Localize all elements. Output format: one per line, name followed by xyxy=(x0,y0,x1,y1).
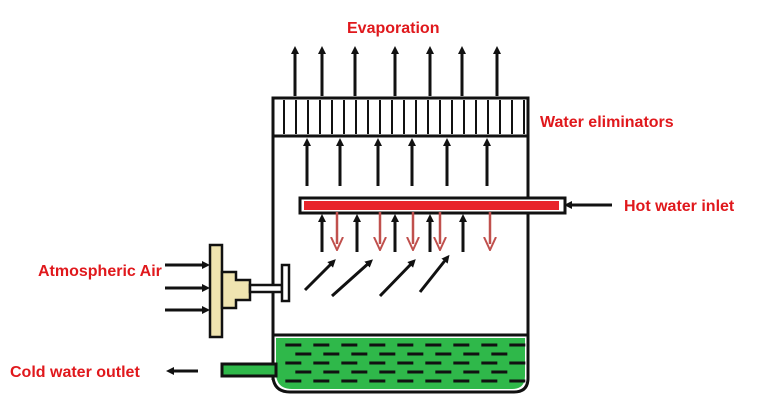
label-cold-water-outlet: Cold water outlet xyxy=(10,364,140,381)
air-inflow-arrow xyxy=(330,259,373,298)
tower-body xyxy=(271,96,530,394)
label-evaporation: Evaporation xyxy=(347,20,440,37)
label-hot-water-inlet: Hot water inlet xyxy=(624,198,735,215)
label-atmospheric-air: Atmospheric Air xyxy=(38,263,162,280)
label-water-eliminators: Water eliminators xyxy=(540,114,674,131)
fan xyxy=(208,243,291,339)
water-spray-arrows xyxy=(337,212,490,244)
air-inflow-arrow xyxy=(303,259,336,292)
basin-water xyxy=(220,338,526,389)
airflow-arrows xyxy=(165,46,612,375)
water-eliminators xyxy=(283,100,525,134)
hot-water-pipe xyxy=(298,196,567,215)
air-inflow-arrow xyxy=(378,259,416,298)
air-inflow-arrow xyxy=(418,254,450,293)
